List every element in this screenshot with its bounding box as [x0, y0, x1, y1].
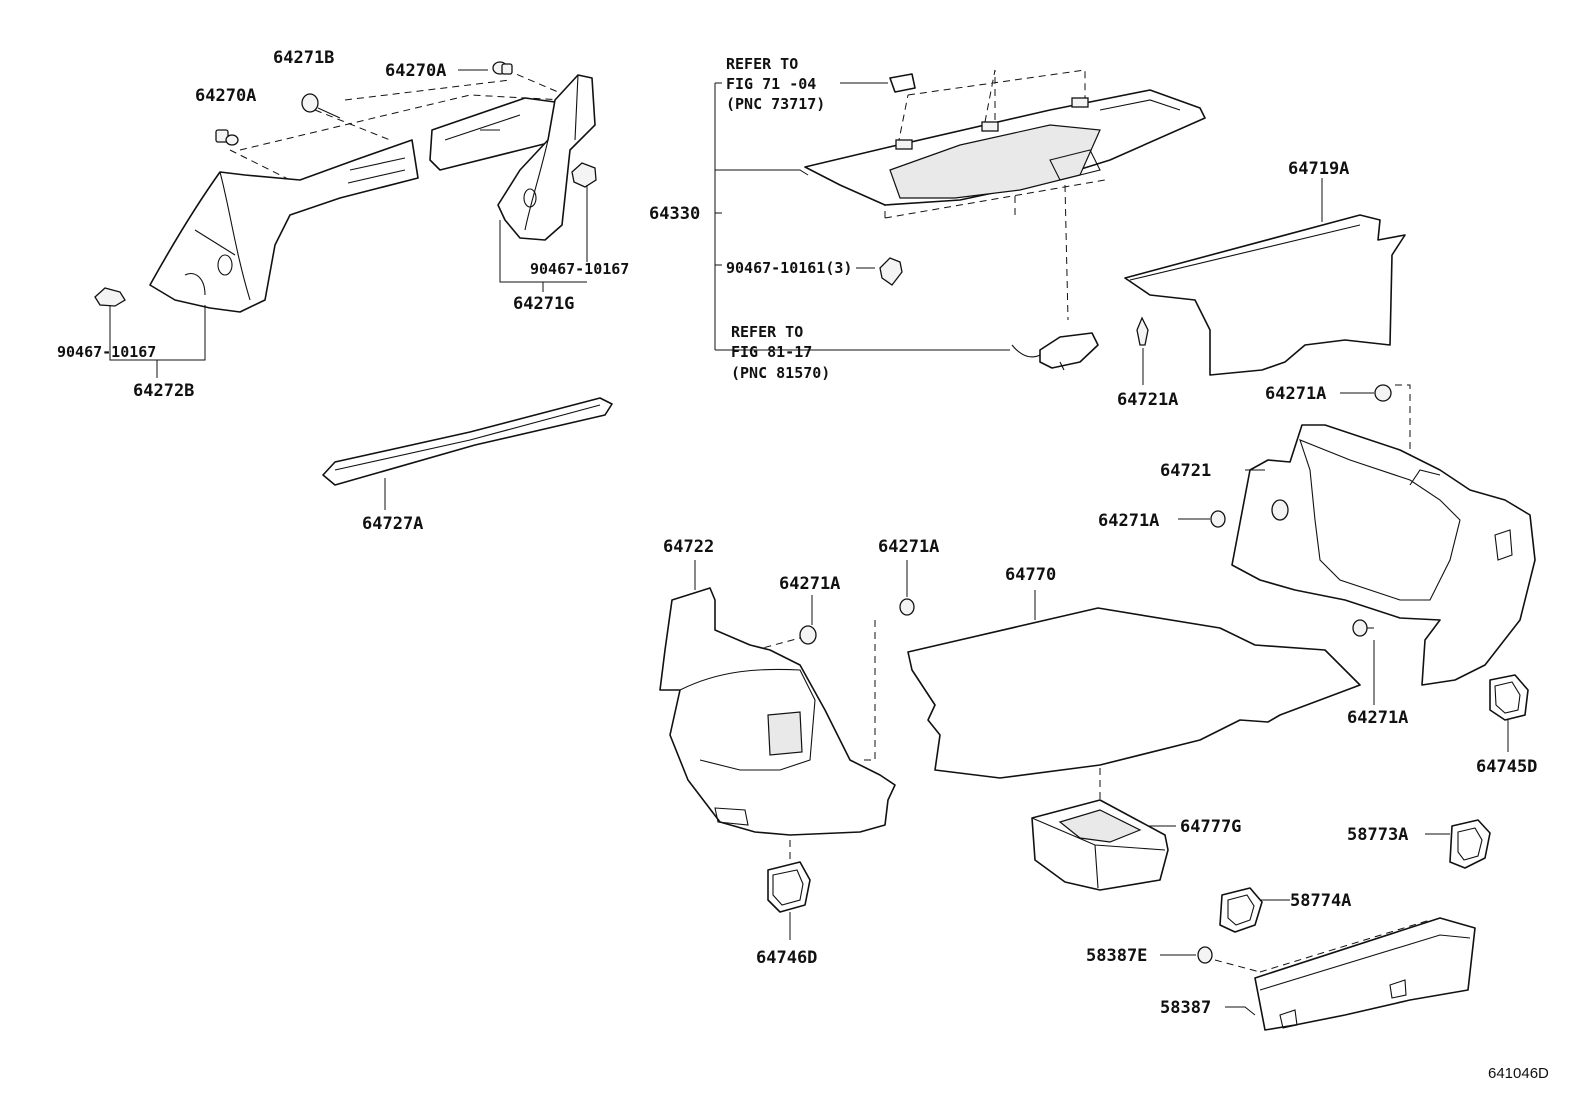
clip-64271A-mid-icon — [1210, 510, 1226, 528]
clip-64271B-icon — [301, 93, 341, 119]
label-refer-fig71-line3: (PNC 73717) — [726, 95, 825, 113]
label-58387: 58387 — [1160, 998, 1211, 1018]
trunk-mat-group — [907, 590, 1361, 820]
clip-64271A-top-icon — [1374, 384, 1392, 402]
rear-panel-trim-part — [1254, 917, 1476, 1031]
label-64271A-a: 64271A — [779, 574, 840, 594]
label-90467-10167-right: 90467-10167 — [530, 260, 629, 278]
label-64270A-top: 64270A — [385, 61, 446, 81]
label-64271A-top: 64271A — [1265, 384, 1326, 404]
tray-bracket-center-icon — [981, 121, 999, 132]
label-64272B: 64272B — [133, 381, 194, 401]
label-refer-fig71-line1: REFER TO — [726, 55, 798, 73]
label-58773A: 58773A — [1347, 825, 1408, 845]
part-labels: 64271B 64270A 64270A 90467-10167 64272B … — [57, 48, 1549, 1082]
right-trunk-side-trim-group — [1178, 384, 1536, 752]
clip-64271A-right-icon — [1352, 619, 1368, 637]
label-64745D: 64745D — [1476, 757, 1537, 777]
clip-64271A-a-icon — [799, 625, 817, 645]
label-refer-fig81-line2: FIG 81-17 — [731, 343, 812, 361]
label-64721: 64721 — [1160, 461, 1211, 481]
package-tray-clip-top-icon — [889, 73, 916, 93]
left-trunk-side-trim-group — [659, 560, 915, 940]
label-58774A: 58774A — [1290, 891, 1351, 911]
label-refer-fig71-line2: FIG 71 -04 — [726, 75, 816, 93]
label-64271A-right: 64271A — [1347, 708, 1408, 728]
clip-64270A-top-icon — [492, 61, 513, 75]
quarter-trim-left-part — [149, 139, 419, 313]
label-58387E: 58387E — [1086, 946, 1147, 966]
diagram-id: 641046D — [1488, 1065, 1549, 1082]
label-refer-fig81-line3: (PNC 81570) — [731, 364, 830, 382]
label-90467-10167-left: 90467-10167 — [57, 343, 156, 361]
label-64271B: 64271B — [273, 48, 334, 68]
cover-64746D-part — [767, 861, 811, 913]
bracket-58773A-part — [1449, 819, 1491, 869]
label-64271A-mid: 64271A — [1098, 511, 1159, 531]
label-64770: 64770 — [1005, 565, 1056, 585]
clip-90467-10167-left-icon — [94, 287, 126, 307]
tray-bracket-right-icon — [1071, 97, 1089, 108]
tool-box-group — [1031, 799, 1176, 891]
stop-lamp-part — [1039, 332, 1099, 369]
label-64719A: 64719A — [1288, 159, 1349, 179]
label-64777G: 64777G — [1180, 817, 1241, 837]
roof-side-inner-trim-group — [94, 61, 597, 378]
quarter-trim-center-part — [429, 97, 561, 171]
label-64722: 64722 — [663, 537, 714, 557]
clip-64270A-left-icon — [215, 129, 239, 146]
right-side-trim-part — [1231, 424, 1536, 686]
rear-panel-trim-group — [1160, 819, 1491, 1031]
label-64746D: 64746D — [756, 948, 817, 968]
trunk-board-group — [1124, 178, 1406, 385]
label-64721A: 64721A — [1117, 390, 1178, 410]
clip-58387E-icon — [1197, 946, 1213, 964]
clip-90467-10161-icon — [879, 257, 903, 286]
label-64271A-b: 64271A — [878, 537, 939, 557]
trim-hole-icon — [1271, 499, 1289, 521]
clip-90467-10167-right-icon — [571, 162, 597, 188]
rear-sill-strip-group — [322, 397, 613, 510]
tray-bracket-left-icon — [895, 139, 913, 150]
package-tray-group — [714, 69, 1206, 371]
sill-strip-part — [322, 397, 613, 486]
label-64270A-left: 64270A — [195, 86, 256, 106]
label-64330: 64330 — [649, 204, 700, 224]
label-refer-fig81-line1: REFER TO — [731, 323, 803, 341]
clip-64721A-icon — [1136, 316, 1149, 346]
bracket-58774A-part — [1219, 887, 1263, 933]
label-64727A: 64727A — [362, 514, 423, 534]
pillar-trim-right-part — [497, 74, 596, 241]
label-64271G: 64271G — [513, 294, 574, 314]
left-side-trim-part — [659, 587, 896, 836]
clip-64271A-b-icon — [899, 598, 915, 616]
trunk-board-part — [1124, 214, 1406, 376]
label-90467-10161: 90467-10161(3) — [726, 259, 852, 277]
trunk-mat-part — [907, 607, 1361, 779]
